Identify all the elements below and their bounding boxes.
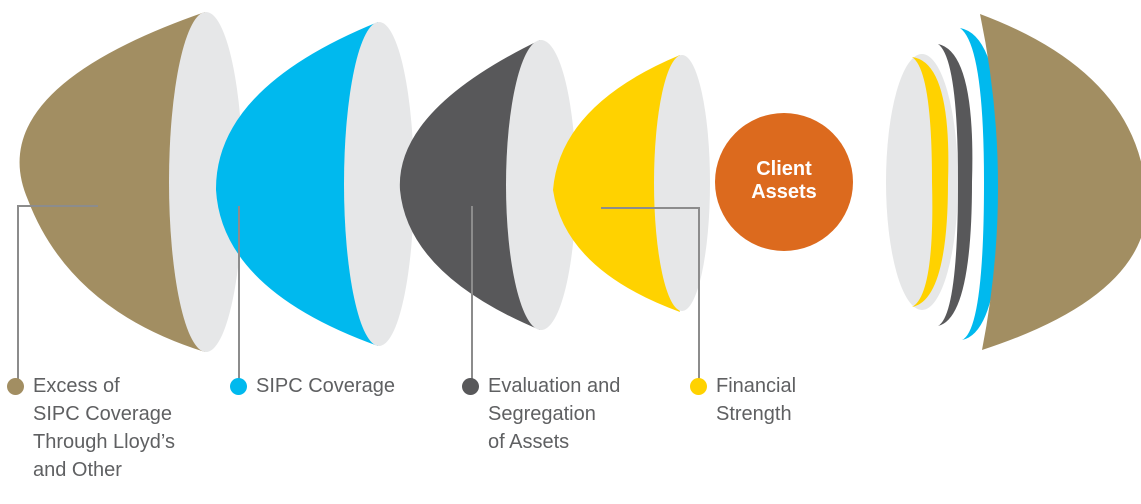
sipc-legend-dot-icon: [230, 378, 247, 395]
excess-coverage-layer: [19, 12, 205, 352]
financial-leader-line: [601, 207, 700, 385]
financial-strength-layer: [553, 55, 680, 312]
legend-line: SIPC Coverage: [256, 375, 395, 397]
legend-line: Through Lloyd’s: [33, 431, 175, 453]
client-assets-line-1: Client: [756, 158, 812, 180]
legend-line: Strength: [716, 403, 792, 425]
financial-strength-lens: [654, 55, 710, 311]
legend-line: Segregation: [488, 403, 596, 425]
right-sipc-band: [960, 28, 1001, 340]
evaluation-lens: [506, 40, 576, 330]
excess-legend-dot-icon: [7, 378, 24, 395]
legend-line: and Other: [33, 459, 122, 481]
legend-line: Evaluation and: [488, 375, 621, 397]
evaluation-layer: [399, 40, 540, 330]
sipc-coverage-lens: [344, 22, 414, 346]
client-assets-label: Client Assets: [720, 158, 848, 204]
right-financial-band: [912, 57, 949, 307]
client-assets-circle: [715, 113, 853, 251]
right-evaluation-band: [938, 44, 973, 326]
legend-label: SIPC Coverage: [256, 372, 395, 400]
legend-line: of Assets: [488, 431, 570, 453]
financial-legend-dot-icon: [690, 378, 707, 395]
legend-line: Financial: [716, 375, 797, 397]
excess-coverage-lens: [169, 12, 243, 352]
excess-leader-line: [17, 205, 98, 385]
legend-line: Excess of: [33, 375, 120, 397]
legend-line: SIPC Coverage: [33, 403, 172, 425]
client-assets-line-2: Assets: [751, 181, 817, 203]
evaluation-legend-dot-icon: [462, 378, 479, 395]
legend-label: Excess of SIPC Coverage Through Lloyd’s …: [33, 372, 175, 484]
legend-label: Evaluation and Segregation of Assets: [488, 372, 620, 456]
sipc-coverage-layer: [215, 22, 378, 346]
right-excess-shell: [980, 14, 1141, 350]
legend-label: Financial Strength: [716, 372, 796, 428]
